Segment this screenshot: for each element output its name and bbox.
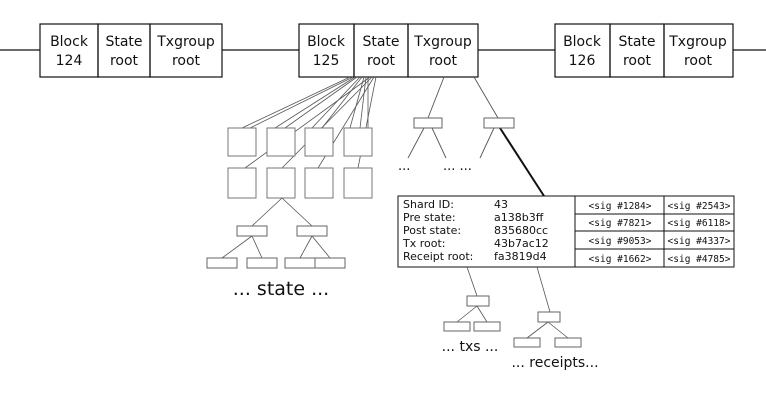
block-126-txgroup-root-line1: Txgroup: [668, 34, 727, 50]
state-node: [266, 167, 296, 199]
shard-field-value: a138b3ff: [494, 211, 544, 224]
state-leaf-node: [314, 257, 346, 269]
txgroup-node: [483, 117, 515, 129]
state-fanout-lines: [241, 76, 377, 169]
state-node: [343, 127, 373, 157]
shard-field-value: 43b7ac12: [494, 237, 549, 250]
block-125-state-root-line1: State: [362, 34, 399, 50]
shard-field-value: 835680cc: [494, 224, 548, 237]
signature-cell: <sig #4337>: [668, 236, 731, 247]
signature-cell: <sig #4785>: [668, 254, 731, 265]
block-125-txgroup-root-cell: [407, 23, 479, 78]
block-124-txgroup-root-cell: [149, 23, 223, 78]
receipts-caption: ... receipts...: [511, 355, 598, 371]
block-126-state-root-line2: root: [623, 53, 652, 69]
block-126-cell: [554, 23, 611, 78]
signature-cell: <sig #6118>: [668, 218, 731, 229]
block-126-label-line2: 126: [569, 53, 596, 69]
state-subtree-lines: [221, 197, 331, 259]
receipt-leaf-node: [554, 337, 582, 348]
txgroup-tree-lines: [407, 76, 499, 159]
block-124-state-root-line2: root: [110, 53, 139, 69]
txgroup-ellipsis-left: ...: [398, 159, 410, 174]
receipt-leaf-node: [513, 337, 541, 348]
shard-field-label: Tx root:: [402, 237, 446, 250]
block-124-cell: [39, 23, 99, 78]
state-caption: ... state ...: [233, 278, 329, 300]
state-branch-node: [236, 225, 268, 237]
shard-field-label: Shard ID:: [403, 198, 454, 211]
receipt-branch-node: [537, 311, 561, 323]
block-125-txgroup-root-line1: Txgroup: [413, 34, 472, 50]
block-126-txgroup-root-line2: root: [684, 53, 713, 69]
block-126-label-line1: Block: [563, 34, 602, 50]
block-124-label-line2: 124: [56, 53, 83, 69]
txs-receipts-lines: [456, 266, 569, 339]
shard-field-label: Receipt root:: [403, 250, 473, 263]
state-node: [227, 127, 257, 157]
signature-cell: <sig #9053>: [589, 236, 652, 247]
state-node: [304, 127, 334, 157]
block-126-state-root-cell: [609, 23, 665, 78]
shard-field-value: fa3819d4: [494, 250, 547, 263]
block-125-cell: [298, 23, 355, 78]
signature-cell: <sig #1662>: [589, 254, 652, 265]
txgroup-node: [413, 117, 443, 129]
tx-leaf-node: [473, 321, 501, 332]
tx-branch-node: [466, 295, 490, 307]
block-125-state-root-cell: [353, 23, 409, 78]
tx-leaf-node: [443, 321, 471, 332]
txs-caption: ... txs ...: [442, 339, 499, 355]
state-leaf-node: [206, 257, 238, 269]
signature-cell: <sig #1284>: [589, 201, 652, 212]
state-leaf-node: [246, 257, 278, 269]
state-node: [343, 167, 373, 199]
block-124-state-root-line1: State: [105, 34, 142, 50]
state-node: [266, 127, 296, 157]
block-125-txgroup-root-line2: root: [429, 53, 458, 69]
block-124-state-root-cell: [97, 23, 151, 78]
state-node: [227, 167, 257, 199]
state-leaf-node: [284, 257, 316, 269]
state-node: [304, 167, 334, 199]
block-125-state-root-line2: root: [367, 53, 396, 69]
block-124-txgroup-root-line2: root: [172, 53, 201, 69]
shard-field-label: Pre state:: [403, 211, 456, 224]
signature-cell: <sig #7821>: [589, 218, 652, 229]
shard-header-link: [499, 127, 545, 197]
block-124-label-line1: Block: [50, 34, 89, 50]
block-125-label-line2: 125: [313, 53, 340, 69]
block-124-txgroup-root-line1: Txgroup: [156, 34, 215, 50]
block-125-label-line1: Block: [307, 34, 346, 50]
shard-field-value: 43: [494, 198, 508, 211]
signature-cell: <sig #2543>: [668, 201, 731, 212]
shard-field-label: Post state:: [403, 224, 461, 237]
block-126-txgroup-root-cell: [663, 23, 734, 78]
shard-header-table: [397, 195, 735, 268]
block-126-state-root-line1: State: [618, 34, 655, 50]
state-branch-node: [296, 225, 328, 237]
txgroup-ellipsis-right: ... ...: [443, 159, 472, 174]
